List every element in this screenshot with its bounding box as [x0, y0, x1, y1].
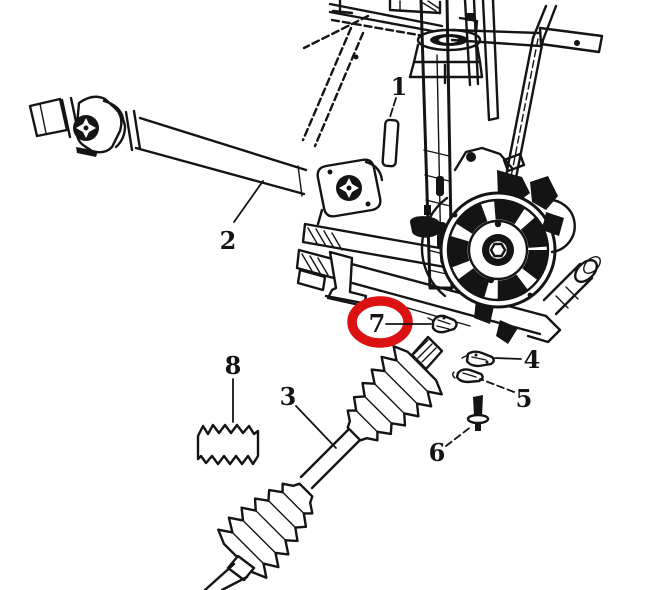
part-clip-5	[452, 368, 484, 384]
callout-2-label[interactable]: 2	[220, 226, 237, 255]
part-serrated-plate-8	[196, 423, 260, 466]
part-clip-4	[461, 350, 495, 368]
callout-2[interactable]: 2	[220, 180, 264, 255]
axle-hub-drum	[420, 146, 601, 316]
part-pin	[381, 118, 400, 168]
callout-8-label[interactable]: 8	[225, 351, 242, 380]
callout-3[interactable]: 3	[280, 382, 337, 449]
callout-6[interactable]: 6	[429, 425, 473, 467]
callout-5-label[interactable]: 5	[516, 384, 533, 413]
frame-assembly	[295, 0, 604, 344]
propeller-shaft	[28, 95, 384, 226]
callout-1[interactable]: 1	[389, 72, 408, 118]
callout-1-label[interactable]: 1	[391, 72, 408, 101]
callout-7[interactable]: 7	[369, 309, 432, 338]
part-bolt-6	[466, 395, 490, 431]
callout-4-label[interactable]: 4	[524, 345, 541, 374]
callout-6-label[interactable]: 6	[429, 438, 446, 467]
part-snap-ring-7	[427, 314, 458, 334]
highlight-ring[interactable]	[347, 296, 413, 348]
callout-8[interactable]: 8	[225, 351, 242, 423]
callout-3-label[interactable]: 3	[280, 382, 297, 411]
callout-5[interactable]: 5	[479, 378, 533, 413]
callout-4[interactable]: 4	[494, 345, 541, 374]
callout-7-label[interactable]: 7	[369, 309, 386, 338]
cv-axle-shaft	[203, 335, 444, 590]
